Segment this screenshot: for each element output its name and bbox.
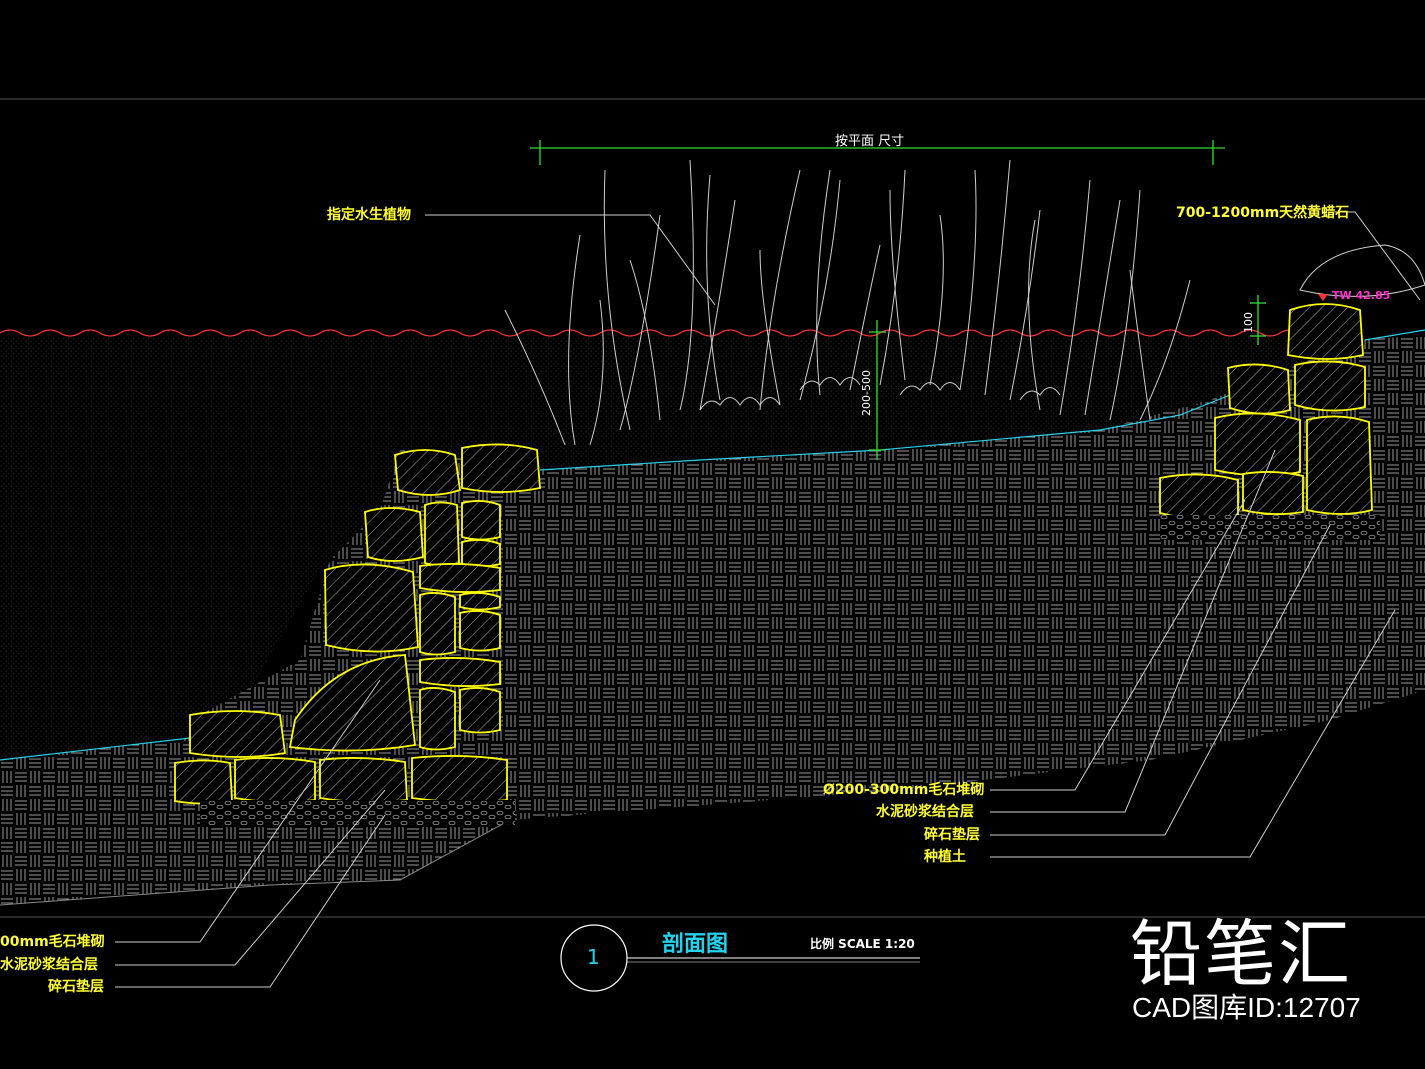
dimension-depth bbox=[869, 320, 886, 460]
watermark-brand: 铅笔汇 bbox=[1130, 912, 1353, 996]
dimension-rock bbox=[1250, 295, 1266, 345]
dimension-rock-label: 100 bbox=[1242, 312, 1255, 333]
left-rubble-wall bbox=[174, 443, 541, 805]
dimension-depth-label: 200-500 bbox=[860, 370, 873, 416]
label-left-mortar: 水泥砂浆结合层 bbox=[0, 957, 98, 973]
elevation-label: TW 42.85 bbox=[1332, 289, 1391, 302]
dimension-plan bbox=[530, 140, 1225, 165]
label-left-gravel: 碎石垫层 bbox=[48, 979, 104, 995]
label-right-gravel: 碎石垫层 bbox=[924, 827, 980, 843]
elevation-marker bbox=[1318, 294, 1328, 301]
label-right-rubble: Ø200-300mm毛石堆砌 bbox=[823, 782, 985, 798]
boulder bbox=[1299, 244, 1425, 297]
dimension-plan-label: 按平面 尺寸 bbox=[835, 134, 905, 149]
aquatic-plants bbox=[504, 159, 1191, 446]
water-body bbox=[0, 338, 1425, 760]
label-aquatic-plants: 指定水生植物 bbox=[327, 207, 411, 223]
drawing-title: 剖面图 bbox=[662, 932, 729, 957]
label-right-mortar: 水泥砂浆结合层 bbox=[876, 804, 974, 820]
label-right-soil: 种植土 bbox=[924, 849, 966, 865]
right-rubble-wall bbox=[1159, 303, 1373, 520]
section-number: 1 bbox=[587, 945, 600, 969]
watermark-id: CAD图库ID:12707 bbox=[1132, 992, 1361, 1023]
label-boulder: 700-1200mm天然黄蜡石 bbox=[1176, 205, 1350, 221]
water-surface-line bbox=[0, 329, 1361, 337]
drawing-scale: 比例 SCALE 1:20 bbox=[810, 937, 915, 951]
label-left-rubble: 00mm毛石堆砌 bbox=[0, 934, 105, 950]
